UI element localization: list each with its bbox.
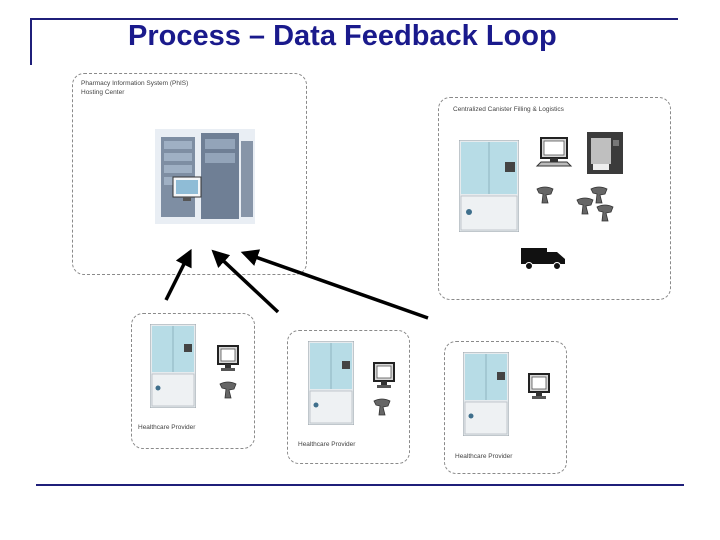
dispensing-cabinet-icon bbox=[308, 341, 354, 425]
pis-label: Pharmacy Information System (PhIS) Hosti… bbox=[81, 80, 188, 98]
barcode-scanner-icon bbox=[536, 186, 554, 204]
computer-monitor-icon bbox=[528, 373, 550, 399]
dispensing-cabinet-icon bbox=[459, 140, 519, 232]
workstation-computer-icon bbox=[535, 137, 573, 167]
pis-hosting-box: Pharmacy Information System (PhIS) Hosti… bbox=[72, 73, 307, 275]
barcode-scanner-icon bbox=[596, 204, 614, 222]
computer-monitor-icon bbox=[217, 345, 239, 371]
frame-bottom-line bbox=[36, 484, 684, 486]
frame-left-line bbox=[30, 18, 32, 65]
server-rack-icon bbox=[155, 129, 255, 224]
barcode-scanner-icon bbox=[590, 186, 608, 204]
slide-title: Process – Data Feedback Loop bbox=[128, 20, 557, 52]
provider-label: Healthcare Provider bbox=[138, 424, 196, 431]
pis-label-line1: Pharmacy Information System (PhIS) bbox=[81, 80, 189, 87]
frame-top-line bbox=[30, 18, 678, 20]
feedback-arrow-provider-2 bbox=[211, 249, 280, 314]
barcode-scanner-icon bbox=[373, 398, 391, 416]
dispensing-cabinet-icon bbox=[150, 324, 196, 408]
barcode-scanner-icon bbox=[576, 197, 594, 215]
dispensing-cabinet-icon bbox=[463, 352, 509, 436]
barcode-scanner-icon bbox=[219, 381, 237, 399]
computer-monitor-icon bbox=[373, 362, 395, 388]
healthcare-provider-box: Healthcare Provider bbox=[287, 330, 410, 464]
label-printer-icon bbox=[587, 132, 623, 174]
feedback-arrow-provider-1 bbox=[164, 248, 192, 301]
healthcare-provider-box: Healthcare Provider bbox=[131, 313, 255, 449]
healthcare-provider-box: Healthcare Provider bbox=[444, 341, 567, 474]
pis-label-line2: Hosting Center bbox=[81, 88, 125, 96]
provider-label: Healthcare Provider bbox=[455, 453, 513, 460]
delivery-truck-icon bbox=[521, 248, 565, 270]
central-label: Centralized Canister Filling & Logistics bbox=[453, 106, 564, 113]
provider-label: Healthcare Provider bbox=[298, 441, 356, 448]
feedback-arrow-provider-3 bbox=[240, 249, 429, 320]
central-filling-box: Centralized Canister Filling & Logistics bbox=[438, 97, 671, 300]
